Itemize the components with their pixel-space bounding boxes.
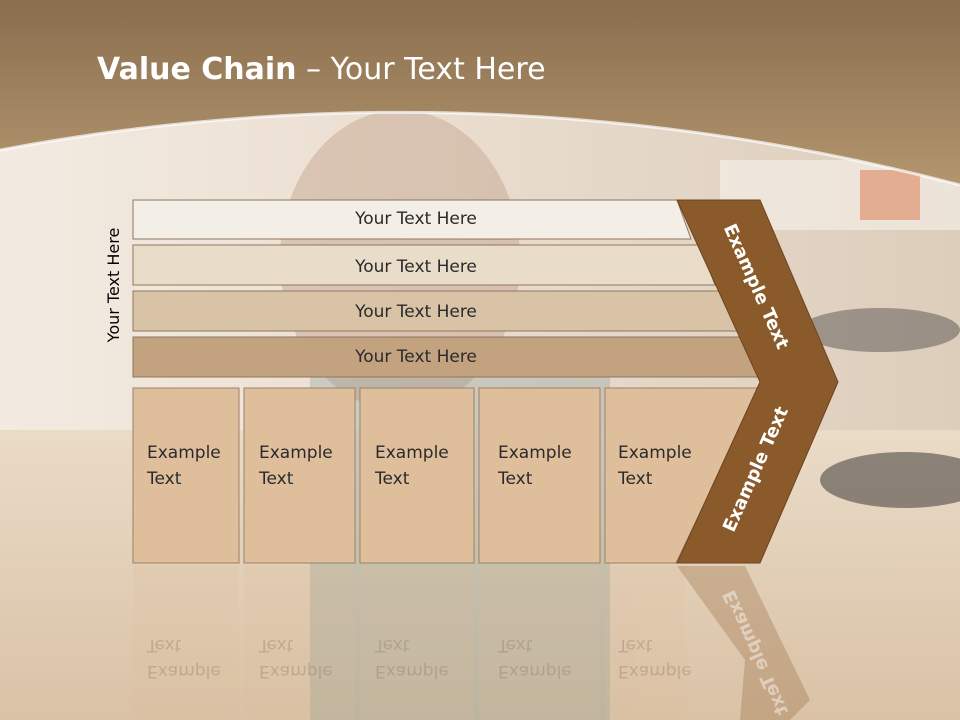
- column-reflection-2: Example Text: [259, 632, 333, 684]
- column-reflection-3: Example Text: [375, 632, 449, 684]
- column-reflection-4: Example Text: [498, 632, 572, 684]
- column-reflection-3-line1: Example: [375, 661, 449, 681]
- column-reflection-5-line1: Example: [618, 661, 692, 681]
- column-label-1-line1: Example: [147, 443, 221, 463]
- title-rest: – Your Text Here: [296, 52, 546, 87]
- column-label-5-line2: Text: [618, 469, 653, 489]
- column-reflection-4-line2: Text: [498, 635, 533, 655]
- column-box-5: [604, 387, 761, 564]
- column-reflection-3-line2: Text: [375, 635, 410, 655]
- header-band: [0, 0, 960, 185]
- title-bold: Value Chain: [97, 52, 297, 87]
- column-label-4: Example Text: [498, 440, 572, 492]
- column-label-3-line2: Text: [375, 469, 410, 489]
- column-label-2: Example Text: [259, 440, 333, 492]
- chevron-arrow: [676, 199, 839, 564]
- column-reflection-1-line1: Example: [147, 661, 221, 681]
- column-label-2-line1: Example: [259, 443, 333, 463]
- row-bar-2: [132, 244, 716, 286]
- row-label-4: Your Text Here: [355, 347, 477, 367]
- column-reflection-1: Example Text: [147, 632, 221, 684]
- column-label-2-line2: Text: [259, 469, 294, 489]
- chevron-reflection: [677, 566, 810, 720]
- column-label-3-line1: Example: [375, 443, 449, 463]
- column-label-1: Example Text: [147, 440, 221, 492]
- column-label-3: Example Text: [375, 440, 449, 492]
- column-label-5: Example Text: [618, 440, 692, 492]
- column-label-4-line2: Text: [498, 469, 533, 489]
- column-box-1: [132, 387, 240, 564]
- column-reflection-5: Example Text: [618, 632, 692, 684]
- column-reflection-5-line2: Text: [618, 635, 653, 655]
- column-label-5-line1: Example: [618, 443, 692, 463]
- row-label-2: Your Text Here: [355, 257, 477, 277]
- column-reflection-2-line1: Example: [259, 661, 333, 681]
- column-label-1-line2: Text: [147, 469, 182, 489]
- slide-title: Value Chain – Your Text Here: [97, 52, 546, 87]
- column-reflection-1-line2: Text: [147, 635, 182, 655]
- row-label-3: Your Text Here: [355, 302, 477, 322]
- row-label-1: Your Text Here: [355, 209, 477, 229]
- column-box-4: [478, 387, 601, 564]
- column-reflection-4-line1: Example: [498, 661, 572, 681]
- row-bar-1: [132, 199, 692, 240]
- column-box-3: [359, 387, 475, 564]
- column-label-4-line1: Example: [498, 443, 572, 463]
- column-box-2: [243, 387, 356, 564]
- column-reflection-2-line2: Text: [259, 635, 294, 655]
